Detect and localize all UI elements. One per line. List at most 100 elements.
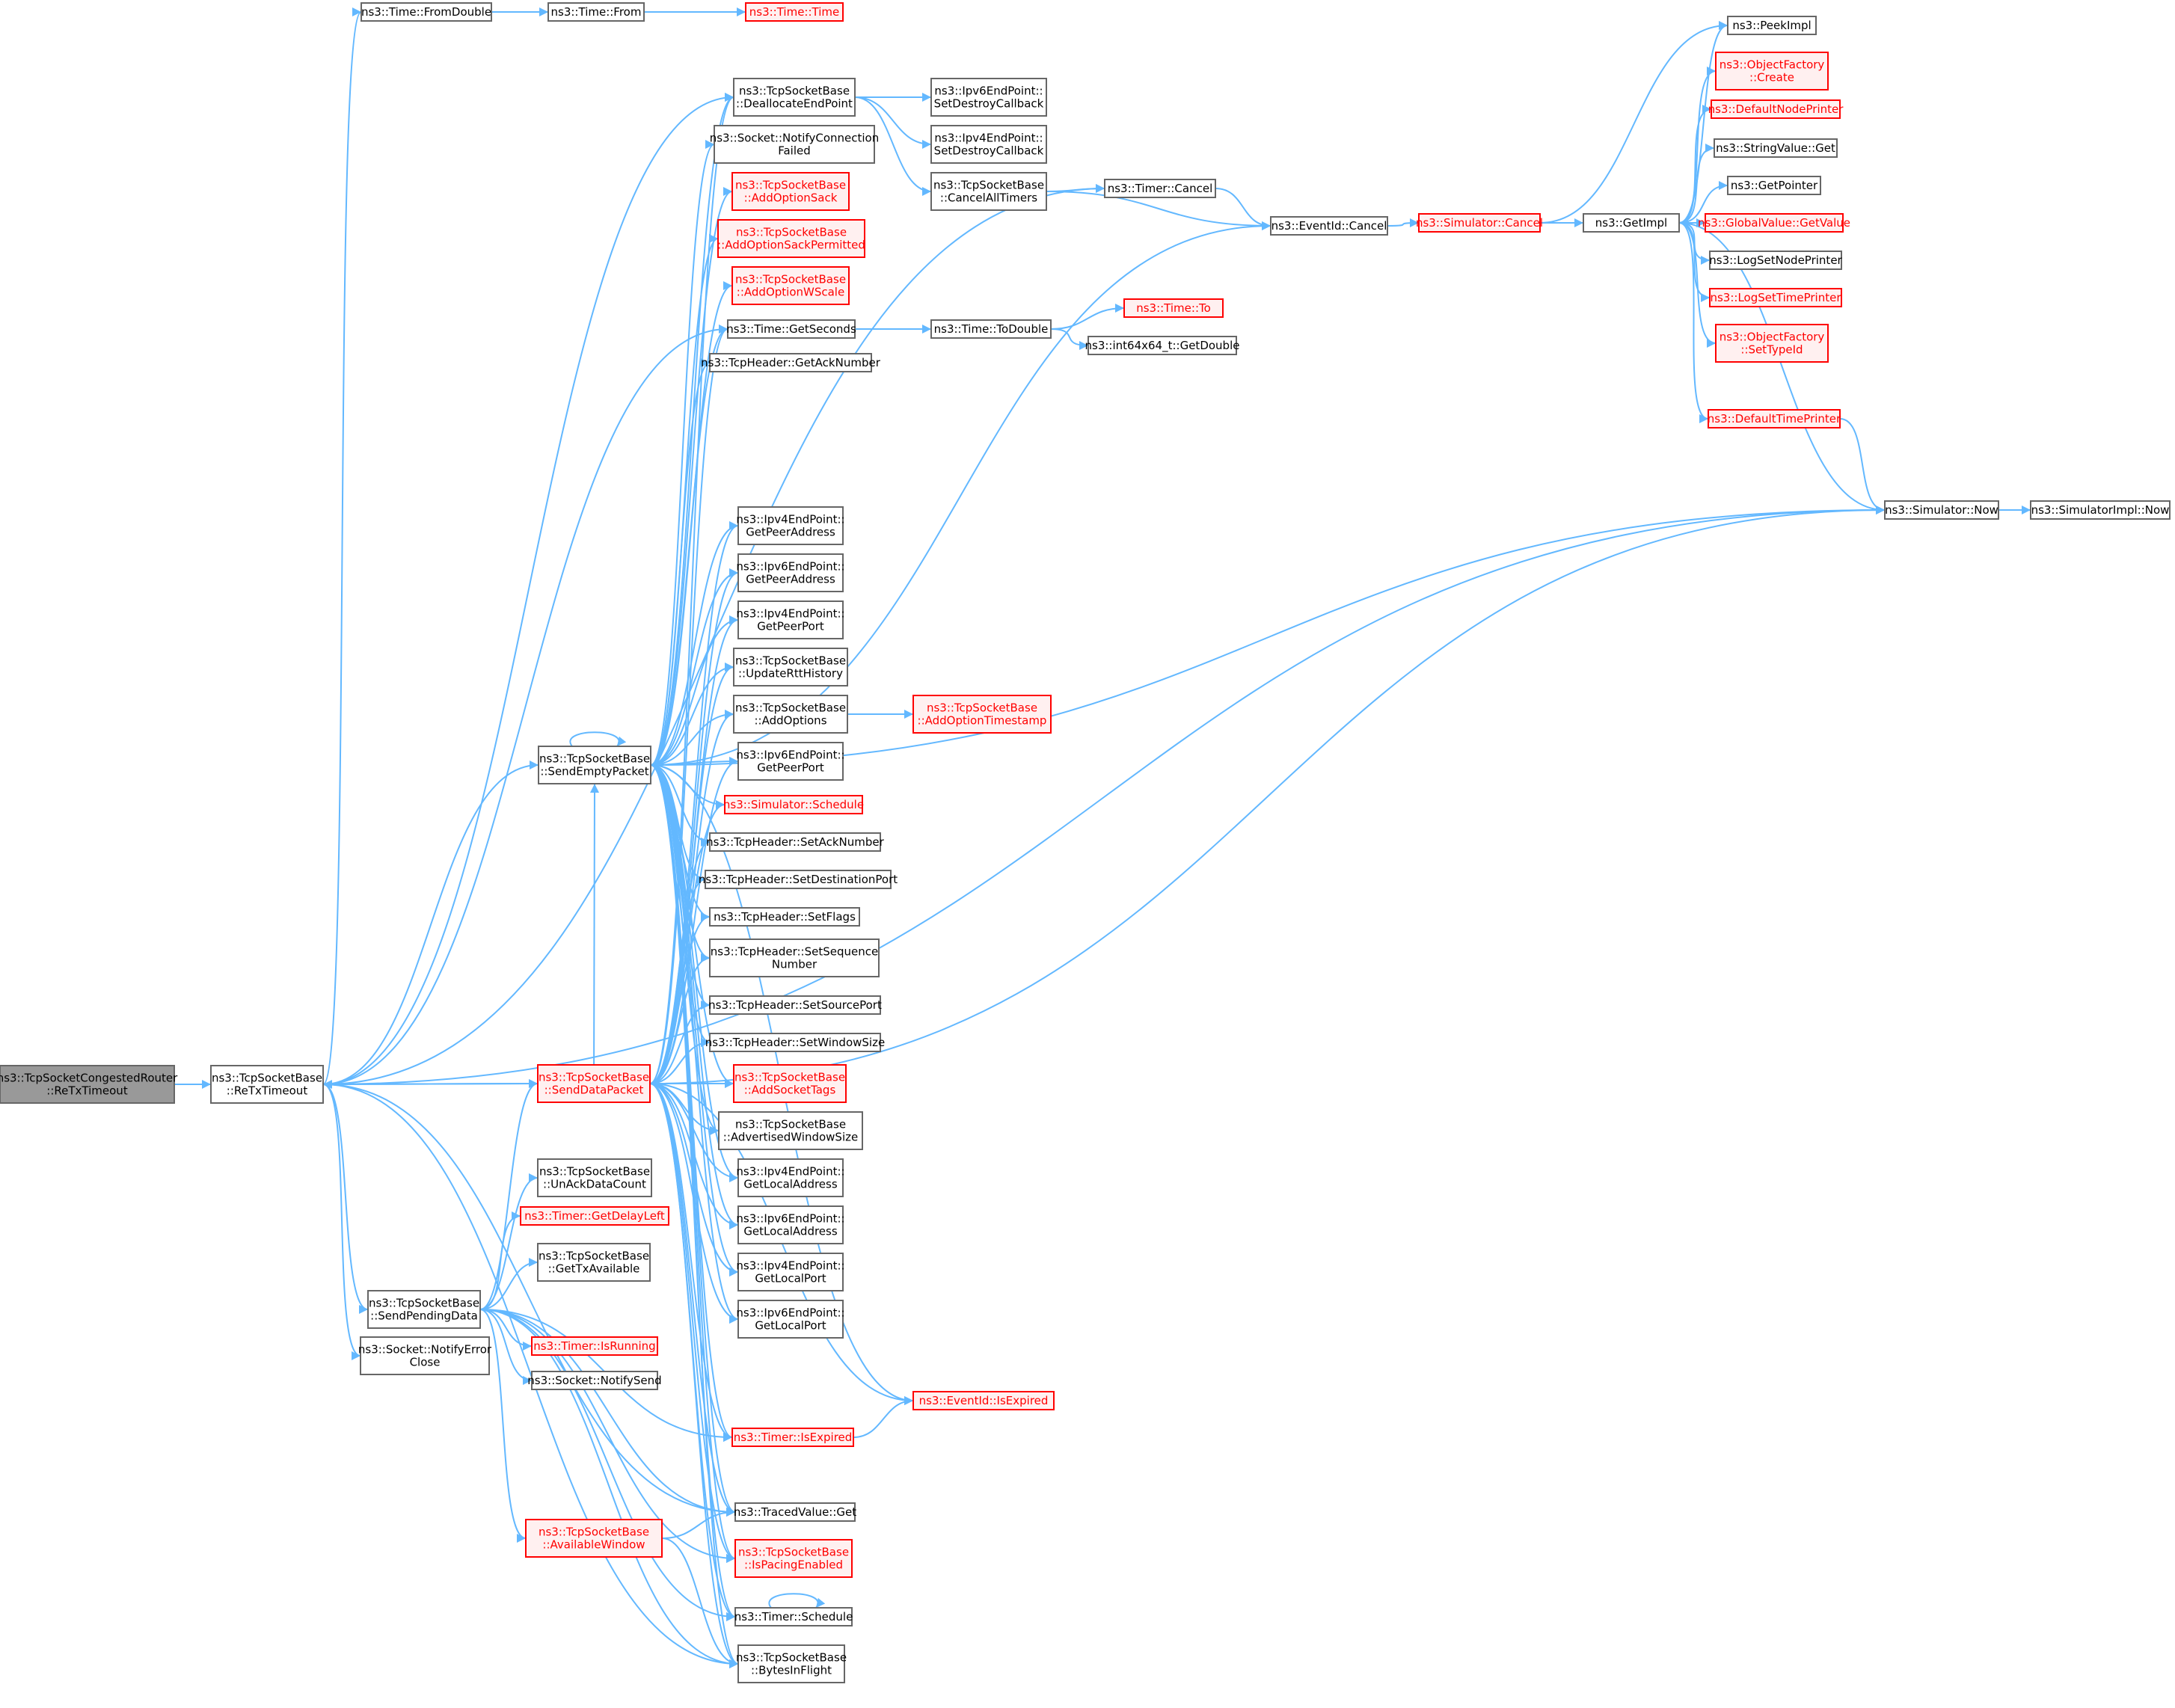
- node-setdestport[interactable]: ns3::TcpHeader::SetDestinationPort: [699, 870, 898, 889]
- edge-senddata-to-getseconds: [649, 325, 728, 1084]
- node-label: ::SendDataPacket: [544, 1084, 644, 1097]
- node-box: [1884, 500, 1999, 520]
- node-box: [531, 1371, 658, 1390]
- edge-todouble-to-timeTo: [1050, 304, 1125, 330]
- node-label: ns3::PeekImpl: [1732, 19, 1811, 32]
- node-label: ns3::TcpSocketBase: [735, 1118, 846, 1131]
- node-setflags[interactable]: ns3::TcpHeader::SetFlags: [709, 907, 860, 927]
- node-ip4localaddr[interactable]: ns3::Ipv4EndPoint::GetLocalAddress: [736, 1158, 845, 1197]
- node-timerCancel[interactable]: ns3::Timer::Cancel: [1104, 179, 1216, 198]
- node-ip4peerport[interactable]: ns3::Ipv4EndPoint::GetPeerPort: [736, 600, 845, 639]
- node-ip4localport[interactable]: ns3::Ipv4EndPoint::GetLocalPort: [736, 1253, 845, 1291]
- node-ispacing[interactable]: ns3::TcpSocketBase::IsPacingEnabled: [734, 1539, 853, 1578]
- node-addwscale[interactable]: ns3::TcpSocketBase::AddOptionWScale: [731, 266, 850, 305]
- node-setsrcport[interactable]: ns3::TcpHeader::SetSourcePort: [708, 995, 882, 1015]
- node-label: ::ReTxTimeout: [46, 1084, 128, 1098]
- node-box: [709, 939, 880, 977]
- node-box: [734, 1607, 853, 1626]
- node-todouble[interactable]: ns3::Time::ToDouble: [930, 319, 1052, 339]
- node-ip6localport[interactable]: ns3::Ipv6EndPoint::GetLocalPort: [736, 1300, 845, 1339]
- node-bytesinflight[interactable]: ns3::TcpSocketBase::BytesInFlight: [736, 1644, 847, 1683]
- edge-senddata-to-setflags: [649, 912, 711, 1084]
- node-cancelall[interactable]: ns3::TcpSocketBase::CancelAllTimers: [930, 172, 1047, 211]
- node-updatertt[interactable]: ns3::TcpSocketBase::UpdateRttHistory: [733, 648, 848, 686]
- node-from[interactable]: ns3::Time::From: [547, 2, 645, 22]
- node-root[interactable]: ns3::TcpSocketCongestedRouter::ReTxTimeo…: [0, 1065, 178, 1104]
- node-addts[interactable]: ns3::TcpSocketBase::AddOptionTimestamp: [912, 695, 1052, 734]
- node-advwin[interactable]: ns3::TcpSocketBase::AdvertisedWindowSize: [718, 1111, 863, 1150]
- node-label: ns3::TcpSocketBase: [539, 752, 650, 766]
- node-peekimpl[interactable]: ns3::PeekImpl: [1727, 16, 1817, 35]
- edge-sendempty-to-notifyconn: [650, 140, 715, 766]
- edge-simcancel-to-peekimpl: [1539, 21, 1728, 224]
- node-box: [1270, 216, 1388, 236]
- node-ip6peeraddr[interactable]: ns3::Ipv6EndPoint::GetPeerAddress: [736, 553, 845, 592]
- node-availwin[interactable]: ns3::TcpSocketBase::AvailableWindow: [525, 1519, 663, 1558]
- node-addsackperm[interactable]: ns3::TcpSocketBase::AddOptionSackPermitt…: [717, 219, 865, 258]
- node-retx[interactable]: ns3::TcpSocketBase::ReTxTimeout: [210, 1065, 324, 1104]
- node-getack[interactable]: ns3::TcpHeader::GetAckNumber: [701, 353, 881, 372]
- node-label: ::AvailableWindow: [542, 1538, 645, 1552]
- node-logsetnode[interactable]: ns3::LogSetNodePrinter: [1709, 251, 1843, 270]
- node-simschedule[interactable]: ns3::Simulator::Schedule: [723, 795, 864, 814]
- node-isexpired[interactable]: ns3::EventId::IsExpired: [912, 1391, 1055, 1410]
- node-label: ns3::SimulatorImpl::Now: [2031, 503, 2170, 517]
- node-defnodeprinter[interactable]: ns3::DefaultNodePrinter: [1708, 99, 1844, 119]
- node-gettxavail[interactable]: ns3::TcpSocketBase::GetTxAvailable: [537, 1243, 651, 1282]
- node-simcancel[interactable]: ns3::Simulator::Cancel: [1416, 213, 1543, 233]
- node-ip6setdestroy[interactable]: ns3::Ipv6EndPoint::SetDestroyCallback: [930, 78, 1047, 117]
- node-ip6localaddr[interactable]: ns3::Ipv6EndPoint::GetLocalAddress: [736, 1205, 845, 1244]
- node-getseconds[interactable]: ns3::Time::GetSeconds: [726, 319, 856, 339]
- node-getdelayleft[interactable]: ns3::Timer::GetDelayLeft: [520, 1206, 669, 1226]
- node-timerschedule[interactable]: ns3::Timer::Schedule: [734, 1607, 853, 1626]
- node-ip4peeraddr[interactable]: ns3::Ipv4EndPoint::GetPeerAddress: [736, 506, 845, 545]
- node-box: [1123, 298, 1224, 318]
- node-eventcancel[interactable]: ns3::EventId::Cancel: [1270, 216, 1388, 236]
- node-sendpending[interactable]: ns3::TcpSocketBase::SendPendingData: [367, 1290, 481, 1329]
- node-timeTo[interactable]: ns3::Time::To: [1123, 298, 1224, 318]
- node-setack[interactable]: ns3::TcpHeader::SetAckNumber: [706, 832, 885, 852]
- node-senddata[interactable]: ns3::TcpSocketBase::SendDataPacket: [537, 1064, 651, 1103]
- node-addoptions[interactable]: ns3::TcpSocketBase::AddOptions: [733, 695, 848, 734]
- node-ip6peerport[interactable]: ns3::Ipv6EndPoint::GetPeerPort: [736, 742, 845, 781]
- node-objcreate[interactable]: ns3::ObjectFactory::Create: [1715, 52, 1829, 90]
- node-time[interactable]: ns3::Time::Time: [745, 2, 844, 22]
- edge-senddata-to-setwin: [649, 1038, 711, 1084]
- node-label: GetLocalAddress: [743, 1225, 838, 1238]
- node-stringget[interactable]: ns3::StringValue::Get: [1714, 138, 1838, 158]
- node-label: ns3::GetImpl: [1595, 216, 1667, 230]
- node-globalget[interactable]: ns3::GlobalValue::GetValue: [1698, 213, 1850, 233]
- node-deftimeprinter[interactable]: ns3::DefaultTimePrinter: [1708, 409, 1841, 428]
- node-objsettype[interactable]: ns3::ObjectFactory::SetTypeId: [1715, 324, 1829, 363]
- node-box: [737, 1158, 844, 1197]
- node-getpointer[interactable]: ns3::GetPointer: [1727, 176, 1821, 195]
- node-setwin[interactable]: ns3::TcpHeader::SetWindowSize: [705, 1033, 885, 1052]
- node-addsack[interactable]: ns3::TcpSocketBase::AddOptionSack: [731, 172, 850, 211]
- node-label: ns3::TcpSocketBase: [539, 1165, 650, 1179]
- node-sendempty[interactable]: ns3::TcpSocketBase::SendEmptyPacket: [538, 746, 651, 784]
- node-box: [733, 1064, 847, 1103]
- edge-availwin-to-tracedget: [661, 1508, 736, 1539]
- node-tracedget[interactable]: ns3::TracedValue::Get: [734, 1502, 856, 1522]
- node-logsettime[interactable]: ns3::LogSetTimePrinter: [1709, 288, 1842, 307]
- node-ip4setdestroy[interactable]: ns3::Ipv4EndPoint::SetDestroyCallback: [930, 125, 1047, 164]
- node-box: [1418, 213, 1541, 233]
- node-unack[interactable]: ns3::TcpSocketBase::UnAckDataCount: [537, 1158, 652, 1197]
- node-timerisexpired[interactable]: ns3::Timer::IsExpired: [731, 1428, 854, 1447]
- edge-sendempty-to-updatertt: [650, 663, 734, 766]
- node-isrunning[interactable]: ns3::Timer::IsRunning: [531, 1336, 658, 1356]
- node-simimplnow[interactable]: ns3::SimulatorImpl::Now: [2030, 500, 2171, 520]
- node-fromdouble[interactable]: ns3::Time::FromDouble: [361, 2, 492, 22]
- node-dealloc[interactable]: ns3::TcpSocketBase::DeallocateEndPoint: [733, 78, 856, 117]
- node-getimpl[interactable]: ns3::GetImpl: [1583, 213, 1680, 233]
- node-notifysend[interactable]: ns3::Socket::NotifySend: [527, 1371, 662, 1390]
- node-int64getdouble[interactable]: ns3::int64x64_t::GetDouble: [1085, 336, 1240, 355]
- node-box: [737, 742, 844, 781]
- node-simnow[interactable]: ns3::Simulator::Now: [1884, 500, 1999, 520]
- edge-senddata-to-tracedget: [649, 1083, 736, 1517]
- node-addtags[interactable]: ns3::TcpSocketBase::AddSocketTags: [733, 1064, 847, 1103]
